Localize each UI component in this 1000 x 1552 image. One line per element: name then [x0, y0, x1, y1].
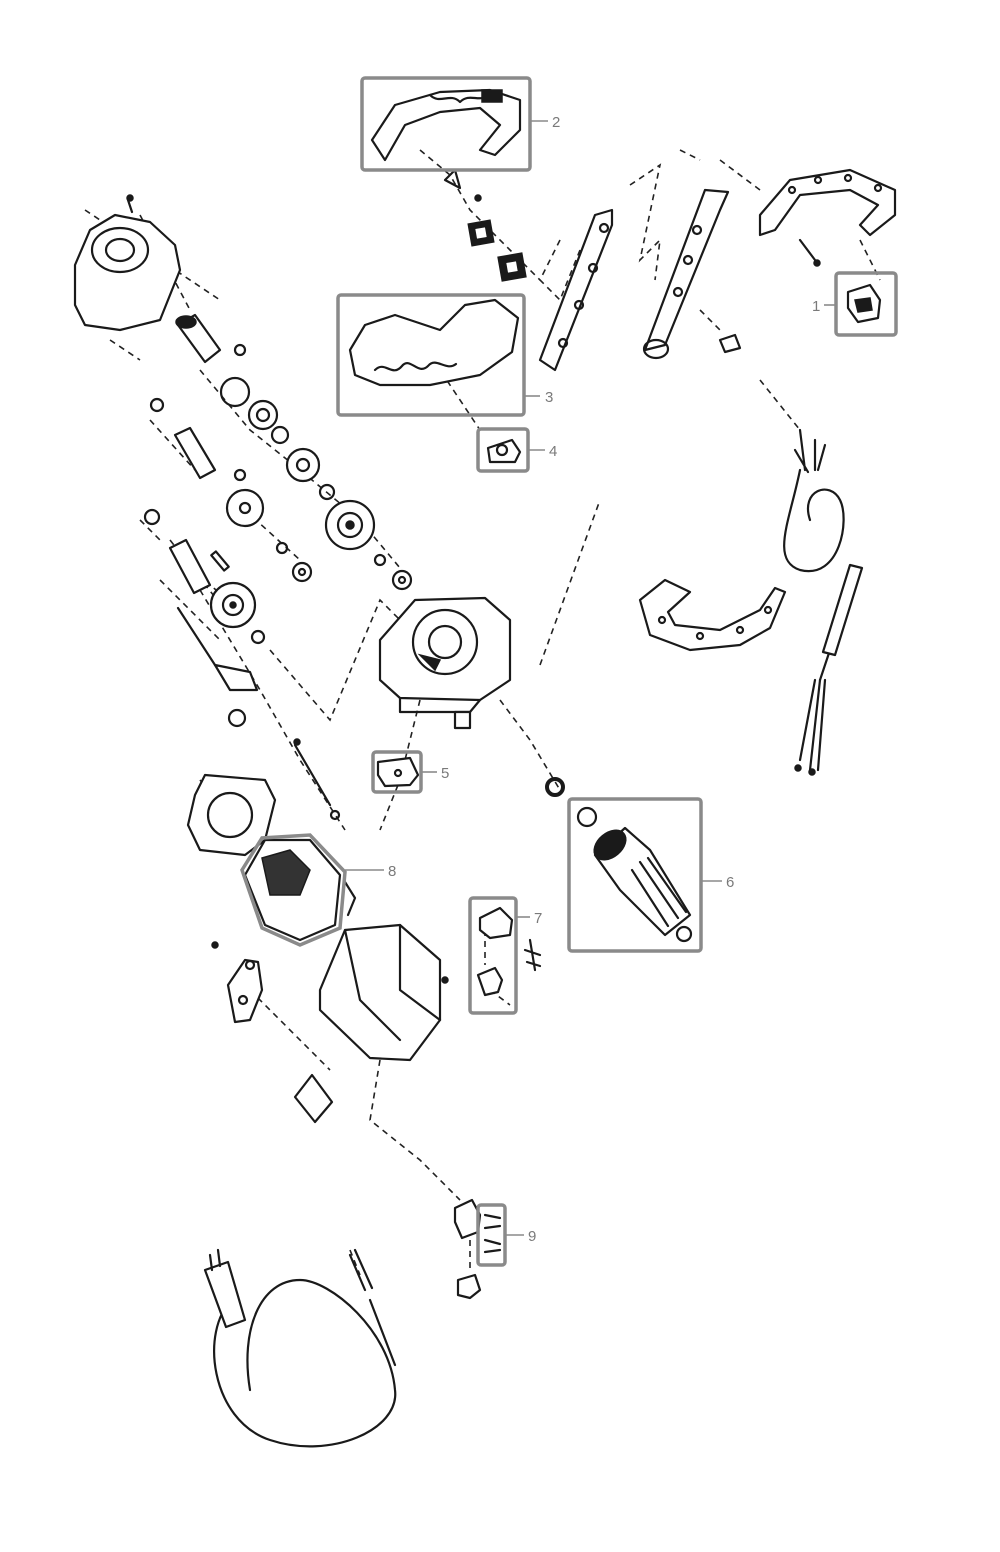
motor-housing	[318, 923, 449, 1062]
gear-head-housing	[73, 194, 182, 332]
intermediate-shaft	[149, 397, 313, 583]
rear-handle-lower	[638, 578, 787, 652]
callout-9: 9	[476, 1203, 536, 1267]
callout-label-1: 1	[812, 298, 820, 315]
rating-plate	[293, 1073, 334, 1124]
callout-6: 6	[567, 797, 734, 953]
front-handle-plate-left	[538, 208, 614, 372]
callout-box-3	[336, 293, 526, 417]
spacer-ring	[545, 777, 565, 797]
callout-label-4: 4	[549, 443, 557, 460]
rear-handle-upper	[758, 168, 897, 267]
part-carbon-brushes-7	[476, 906, 542, 997]
bearings-and-washers	[219, 376, 413, 591]
part-armature-6	[576, 806, 693, 943]
callout-label-7: 7	[534, 910, 542, 927]
front-handle-plate-right	[642, 188, 742, 360]
callout-box-8	[240, 833, 347, 947]
callout-box-7	[468, 896, 518, 1015]
callout-label-5: 5	[441, 765, 449, 782]
seal-rings	[443, 168, 527, 282]
part-switch-1	[846, 283, 882, 324]
part-handle-half-3	[348, 298, 520, 387]
callout-box-6	[567, 797, 703, 953]
brush-holder-plate	[211, 941, 264, 1024]
long-screws	[293, 738, 341, 821]
callout-8: 8	[240, 833, 396, 947]
callout-label-2: 2	[552, 114, 560, 131]
callout-box-9	[476, 1203, 507, 1267]
part-bracket-5	[376, 756, 420, 788]
internal-wiring	[783, 428, 864, 776]
callout-box-2	[360, 76, 532, 172]
callout-1: 1	[812, 271, 898, 337]
gearbox-housing	[378, 596, 512, 730]
power-cord	[203, 1248, 397, 1448]
callout-label-3: 3	[545, 389, 553, 406]
callout-2: 2	[360, 76, 560, 172]
part-stator-8	[243, 838, 357, 942]
part-cable-clamp-4	[486, 438, 522, 464]
callout-label-6: 6	[726, 874, 734, 891]
callout-box-1	[834, 271, 898, 337]
callout-5: 5	[371, 750, 449, 794]
callout-4: 4	[476, 427, 557, 473]
spindle-shaft	[175, 313, 247, 364]
callout-7: 7	[468, 896, 542, 1015]
gasket	[186, 773, 277, 857]
callout-3: 3	[336, 293, 553, 417]
locking-lever	[176, 606, 259, 728]
callout-label-8: 8	[388, 863, 396, 880]
part-handle-half-2	[370, 88, 522, 162]
pinion-shaft	[143, 508, 266, 645]
callout-label-9: 9	[528, 1228, 536, 1245]
